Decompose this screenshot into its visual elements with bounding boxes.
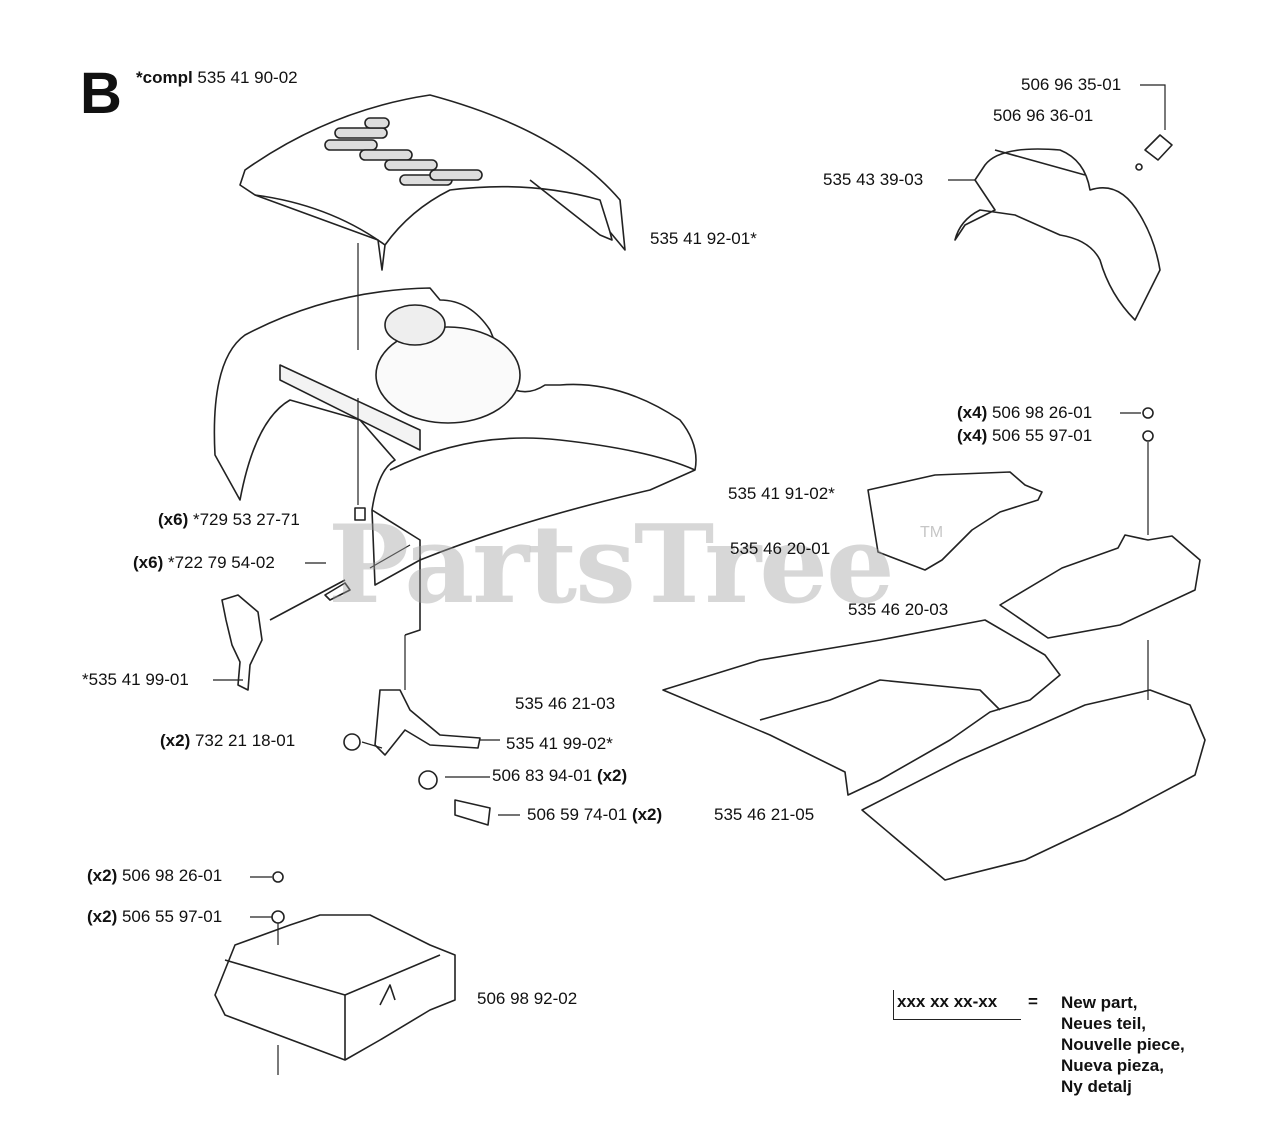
legend-equals: =	[1028, 992, 1038, 1011]
label-535-46-20-03: 535 46 20-03	[848, 600, 949, 619]
plate-535-46-20-03	[999, 534, 1201, 639]
partstree-watermark: PartsTree	[328, 502, 895, 628]
label-535-46-21-05: 535 46 21-05	[714, 805, 815, 824]
label-506-55-97-01-x4: (x4) 506 55 97-01	[957, 426, 1093, 445]
label-506-96-35-01: 506 96 35-01	[1021, 75, 1122, 94]
label-506-98-92-02: 506 98 92-02	[477, 989, 578, 1008]
long-pin-part	[269, 579, 351, 621]
label-compl: *compl 535 41 90-02	[136, 68, 298, 87]
plate-535-46-21-03	[662, 619, 1061, 796]
legend-meaning: Neues teil,	[1061, 1014, 1147, 1033]
section-letter: B	[80, 61, 122, 126]
legend-meanings: New part, Neues teil, Nouvelle piece, Nu…	[1061, 992, 1185, 1097]
label-506-83-94-01-x2: 506 83 94-01 (x2)	[492, 766, 628, 785]
legend-bracket-horizontal	[893, 1019, 1021, 1020]
label-535-41-99-01: *535 41 99-01	[82, 670, 189, 689]
legend-meaning: Nouvelle piece,	[1061, 1035, 1185, 1054]
engine-hood-part	[213, 287, 697, 636]
label-506-55-97-01-x2: (x2) 506 55 97-01	[87, 907, 223, 926]
label-732-21-18-01-x2: (x2) 732 21 18-01	[160, 731, 296, 750]
legend-code: xxx xx xx-xx	[897, 992, 998, 1011]
label-535-43-39-03: 535 43 39-03	[823, 170, 924, 189]
label-506-59-74-01-x2: 506 59 74-01 (x2)	[527, 805, 663, 824]
plate-535-46-21-05	[861, 689, 1206, 881]
filter-box-part	[214, 914, 456, 1061]
label-506-98-26-01-x4: (x4) 506 98 26-01	[957, 403, 1093, 422]
washers-right-part	[1142, 407, 1154, 442]
legend-meaning: New part,	[1061, 993, 1138, 1012]
rear-shield-part	[954, 148, 1161, 321]
top-cover-part	[239, 94, 626, 271]
center-fasteners-part	[343, 733, 491, 826]
leader-lines	[213, 84, 1166, 1075]
screw-part-top-right	[1135, 134, 1173, 171]
label-535-41-92-01: 535 41 92-01*	[650, 229, 757, 248]
plate-535-41-91-02	[867, 471, 1043, 571]
center-bracket-part	[374, 689, 481, 756]
label-722-79-54-02-x6: (x6) *722 79 54-02	[133, 553, 275, 572]
label-535-41-99-02: 535 41 99-02*	[506, 734, 613, 753]
label-506-98-26-01-x2: (x2) 506 98 26-01	[87, 866, 223, 885]
label-729-53-27-71-x6: (x6) *729 53 27-71	[158, 510, 300, 529]
washers-bottom-part	[271, 871, 285, 924]
left-bracket-part	[221, 594, 263, 691]
label-535-46-21-03: 535 46 21-03	[515, 694, 616, 713]
legend-meaning: Nueva pieza,	[1061, 1056, 1164, 1075]
watermark-trademark: TM	[920, 524, 944, 541]
label-535-46-20-01: 535 46 20-01	[730, 539, 831, 558]
label-535-41-91-02: 535 41 91-02*	[728, 484, 835, 503]
bolt-part-left	[354, 507, 366, 521]
label-506-96-36-01: 506 96 36-01	[993, 106, 1094, 125]
legend-meaning: Ny detalj	[1061, 1077, 1132, 1096]
legend-bracket-vertical	[893, 990, 894, 1020]
